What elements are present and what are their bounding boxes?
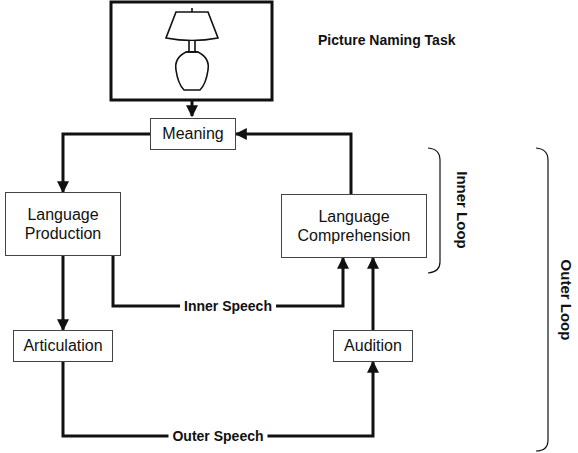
inner-bracket [428, 148, 440, 273]
outer-bracket [536, 148, 548, 451]
box-label: Language Production [6, 205, 120, 243]
flow-arrow [236, 134, 351, 194]
diagram-title: Picture Naming Task [318, 32, 455, 48]
loop-label: Inner Loop [454, 171, 471, 249]
box-label: Articulation [17, 336, 108, 355]
process-box: Articulation [13, 330, 113, 362]
flow-arrow [372, 258, 375, 330]
picture-arrow [191, 101, 194, 116]
process-box: Language Comprehension [281, 194, 427, 258]
edge-label: Outer Speech [168, 428, 267, 444]
lamp-drawing [166, 8, 218, 90]
flow-arrow [62, 256, 65, 330]
flow-arrow [63, 362, 373, 436]
loop-label: Outer Loop [558, 260, 575, 341]
box-label: Meaning [156, 124, 229, 143]
process-box: Audition [333, 330, 413, 362]
box-label: Audition [338, 336, 408, 355]
process-box: Language Production [5, 192, 121, 256]
box-label: Language Comprehension [282, 207, 426, 245]
process-box: Meaning [150, 118, 236, 150]
flow-arrow [63, 134, 150, 192]
edge-label: Inner Speech [180, 298, 276, 314]
picture-frame [111, 2, 272, 100]
